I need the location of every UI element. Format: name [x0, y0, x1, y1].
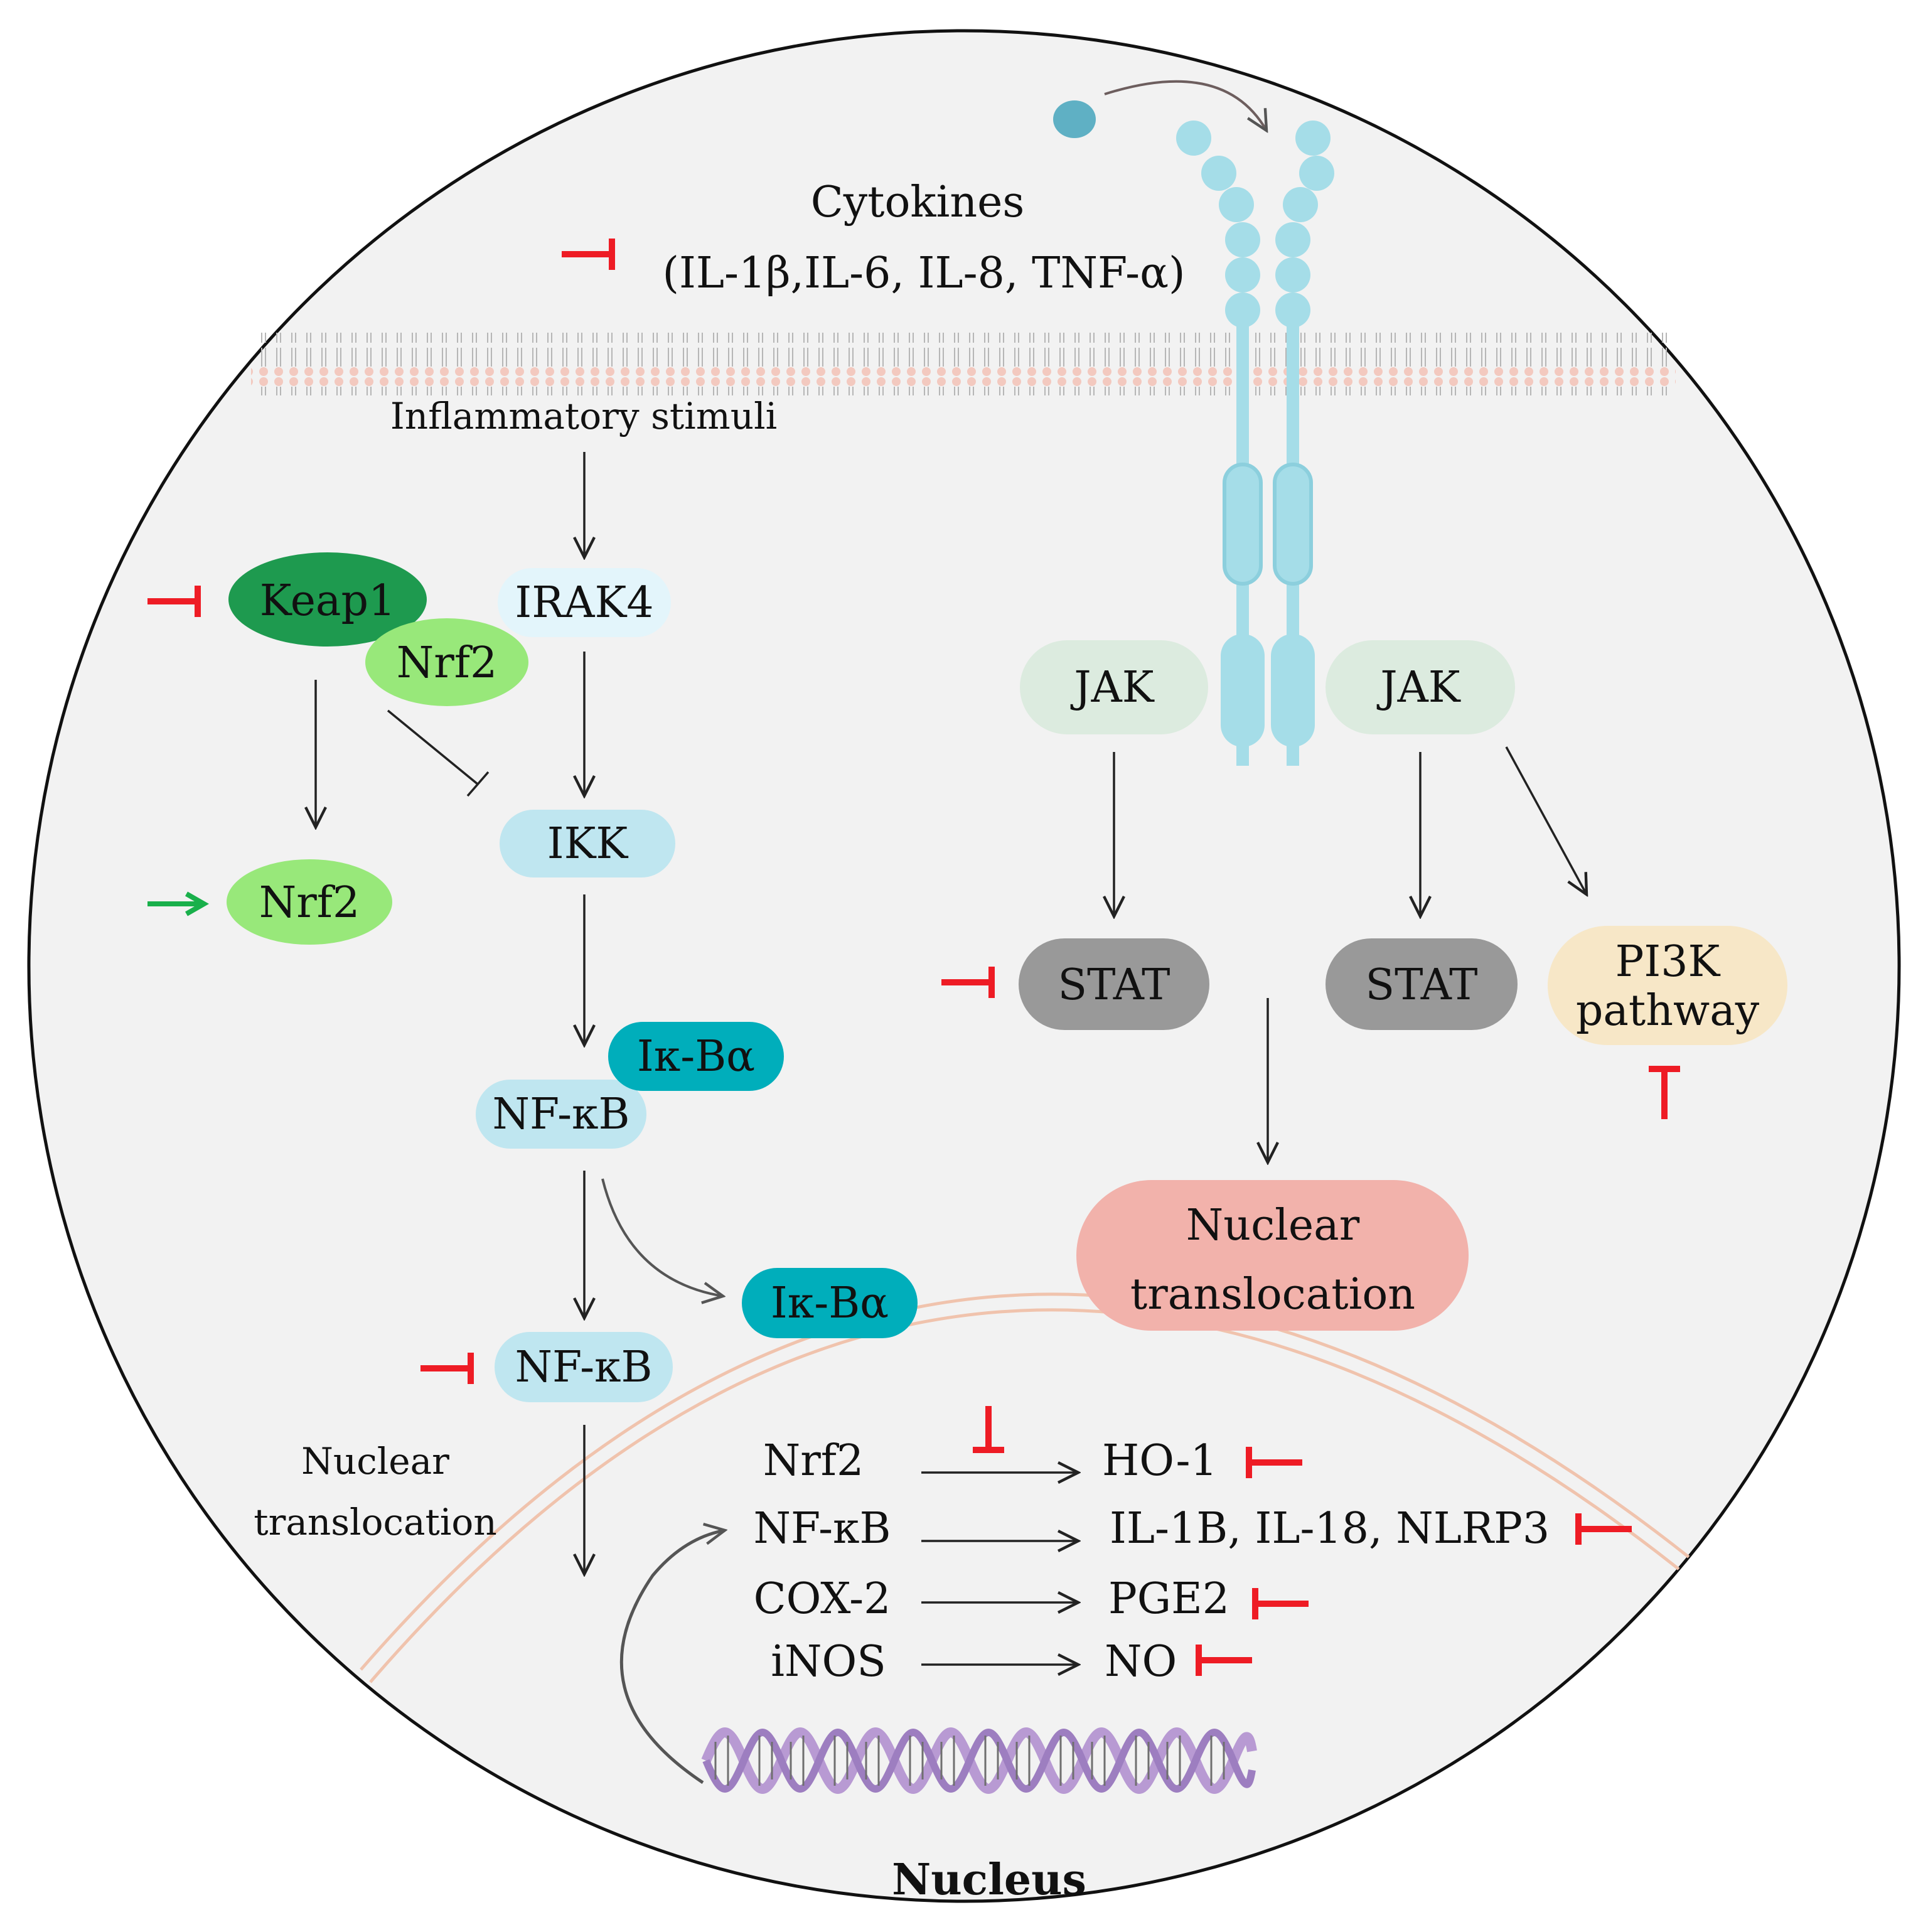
svg-text:Iκ-Bα: Iκ-Bα	[637, 1032, 755, 1081]
ikba-release-arrow	[601, 1178, 723, 1296]
svg-text:IKK: IKK	[547, 819, 629, 869]
inhibit-stat	[941, 967, 995, 998]
svg-text:PGE2: PGE2	[1108, 1574, 1229, 1624]
jak-right-node: JAK	[1326, 640, 1515, 734]
gene-row-3: COX-2 PGE2	[754, 1574, 1229, 1624]
pi3k-pathway-node: PI3K pathway	[1548, 926, 1787, 1045]
cytokine-list-label: (IL-1β,IL-6, IL-8, TNF-α)	[662, 249, 1185, 298]
gene-row-1: Nrf2 HO-1	[763, 1436, 1218, 1486]
stat-left-node: STAT	[1019, 938, 1209, 1030]
nfkb-bound-node: NF-κB	[476, 1080, 646, 1149]
inhibit-cytokines	[562, 239, 615, 270]
pathway-arrows	[316, 452, 1587, 1574]
inhibit-ho1	[1246, 1447, 1302, 1478]
cytokine-receptor	[1176, 121, 1334, 766]
svg-text:JAK: JAK	[1070, 663, 1154, 712]
inhibit-il1b	[1575, 1513, 1632, 1545]
svg-text:Nrf2: Nrf2	[397, 638, 497, 688]
inhibit-pge2	[1252, 1588, 1309, 1619]
svg-text:PI3K: PI3K	[1615, 937, 1721, 987]
ikk-node: IKK	[500, 810, 675, 877]
svg-text:Nrf2: Nrf2	[259, 878, 360, 928]
nuclear-translocation-left-line2: translocation	[254, 1501, 496, 1543]
nrf2-inhibits-ikk	[387, 709, 490, 797]
inhibit-pi3k	[1649, 1066, 1680, 1119]
inhibit-keap1	[147, 586, 201, 617]
svg-text:STAT: STAT	[1366, 960, 1478, 1010]
ikba-released-node: Iκ-Bα	[742, 1268, 918, 1338]
inflammatory-stimuli-label: Inflammatory stimuli	[390, 395, 777, 437]
nfkb-feedback-arrow	[619, 1530, 725, 1784]
svg-text:STAT: STAT	[1058, 960, 1170, 1010]
ligand-binding-arrow	[1104, 80, 1267, 131]
nuclear-envelope	[360, 1292, 1705, 1683]
svg-text:iNOS: iNOS	[771, 1637, 886, 1687]
svg-text:Nuclear: Nuclear	[1186, 1201, 1360, 1250]
svg-text:IRAK4: IRAK4	[515, 578, 653, 628]
nucleus-label: Nucleus	[892, 1855, 1086, 1905]
irak4-node: IRAK4	[498, 568, 671, 637]
gene-row-2: NF-κB IL-1B, IL-18, NLRP3	[753, 1504, 1550, 1554]
svg-text:translocation: translocation	[1130, 1270, 1415, 1319]
svg-text:NO: NO	[1105, 1637, 1177, 1687]
svg-text:Nrf2: Nrf2	[763, 1436, 864, 1486]
nuclear-translocation-node: Nuclear translocation	[1076, 1180, 1469, 1331]
dna-helix	[701, 1727, 1257, 1794]
jak-left-node: JAK	[1020, 640, 1208, 734]
nuclear-translocation-left-line1: Nuclear	[301, 1440, 449, 1483]
plasma-membrane	[251, 333, 1676, 395]
svg-text:Keap1: Keap1	[260, 576, 396, 626]
svg-text:pathway: pathway	[1576, 986, 1760, 1036]
nfkb-free-node: NF-κB	[495, 1332, 673, 1402]
cytokines-label: Cytokines	[811, 178, 1025, 227]
inhibit-no	[1196, 1645, 1252, 1676]
svg-text:NF-κB: NF-κB	[515, 1343, 652, 1392]
svg-text:HO-1: HO-1	[1102, 1436, 1218, 1486]
svg-text:JAK: JAK	[1376, 663, 1460, 712]
svg-text:IL-1B, IL-18, NLRP3: IL-1B, IL-18, NLRP3	[1110, 1504, 1550, 1554]
svg-text:NF-κB: NF-κB	[492, 1090, 629, 1139]
ikba-bound-node: Iκ-Bα	[608, 1022, 784, 1091]
svg-text:Iκ-Bα: Iκ-Bα	[771, 1279, 889, 1328]
inhibit-nfkb	[420, 1353, 474, 1384]
inhibition-markers	[147, 239, 1680, 1676]
cytokine-ligand	[1053, 100, 1096, 138]
gene-row-4: iNOS NO	[771, 1637, 1177, 1687]
nrf2-free-node: Nrf2	[227, 859, 392, 945]
svg-text:COX-2: COX-2	[754, 1574, 891, 1624]
inhibit-nrf2-ho1	[973, 1406, 1004, 1453]
nrf2-bound-node: Nrf2	[365, 618, 528, 706]
cell-body	[27, 29, 1901, 1903]
keap1-node: Keap1	[228, 552, 427, 647]
stat-right-node: STAT	[1326, 938, 1518, 1030]
svg-text:NF-κB: NF-κB	[753, 1504, 891, 1554]
